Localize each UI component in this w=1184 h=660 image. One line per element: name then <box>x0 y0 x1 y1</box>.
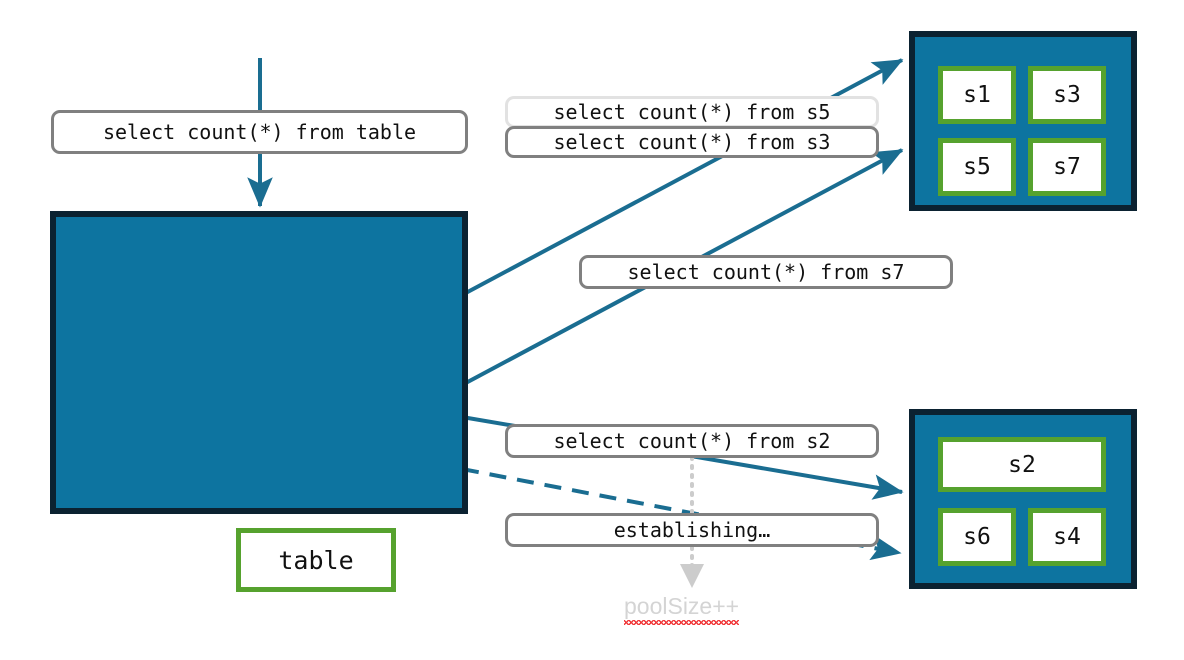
pool-cell-s5: s5 <box>938 138 1016 196</box>
pool-cell-s4: s4 <box>1028 508 1106 566</box>
table-pool: table <box>50 211 468 592</box>
label-incoming-query: select count(*) from table <box>51 110 468 154</box>
poolsize-annotation: poolSize++ <box>624 593 740 625</box>
pool-cell-s7: s7 <box>1028 138 1106 196</box>
pool-cell-s2: s2 <box>938 437 1106 492</box>
pool-cell-s1: s1 <box>938 66 1016 124</box>
poolsize-text: poolSize++ <box>624 593 740 619</box>
label-establishing: establishing… <box>505 513 879 547</box>
label-query-s5: select count(*) from s5 <box>505 96 879 128</box>
label-query-s3: select count(*) from s3 <box>505 126 879 158</box>
table-cell: table <box>236 528 396 592</box>
spellcheck-underline <box>624 620 740 625</box>
pool-cell-s3: s3 <box>1028 66 1106 124</box>
label-query-s7: select count(*) from s7 <box>579 255 953 289</box>
pool-cell-s6: s6 <box>938 508 1016 566</box>
label-query-s2: select count(*) from s2 <box>505 424 879 458</box>
